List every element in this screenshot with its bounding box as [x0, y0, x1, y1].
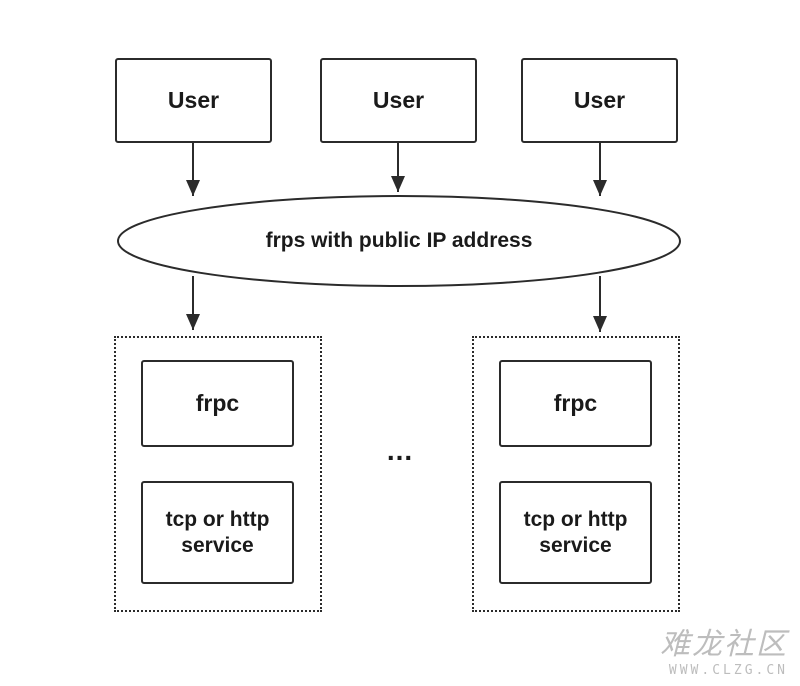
client-group-2	[472, 336, 680, 612]
arrowhead-user-3	[593, 180, 607, 196]
watermark-url: WWW.CLZG.CN	[668, 663, 788, 678]
client-group-1	[114, 336, 322, 612]
user-box-3: User	[521, 58, 678, 143]
user-box-1: User	[115, 58, 272, 143]
frpc-box-1: frpc	[141, 360, 294, 447]
service-box-1: tcp or http service	[141, 481, 294, 584]
ellipsis-more-clients: ...	[386, 435, 414, 466]
frpc-box-2: frpc	[499, 360, 652, 447]
arrowhead-user-1	[186, 180, 200, 196]
arrowhead-user-2	[391, 176, 405, 192]
watermark: 难龙社区 WWW.CLZG.CN	[660, 619, 788, 678]
frps-ellipse	[117, 195, 681, 287]
frps-label: frps with public IP address	[265, 229, 533, 252]
service-box-2: tcp or http service	[499, 481, 652, 584]
watermark-text: 难龙社区	[660, 627, 788, 662]
arrowhead-client-2	[593, 316, 607, 332]
arrowhead-client-1	[186, 314, 200, 330]
user-box-2: User	[320, 58, 477, 143]
